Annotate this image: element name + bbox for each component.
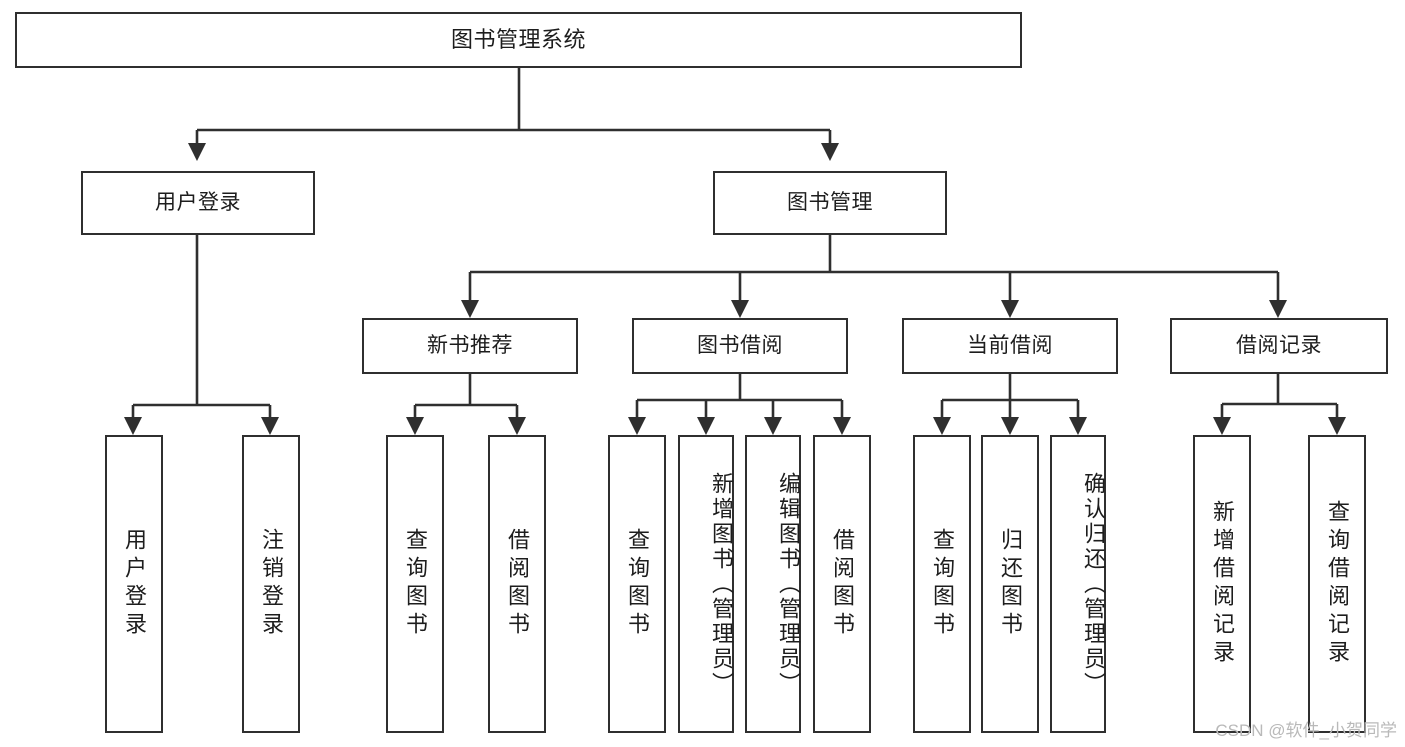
leaf-add-book-admin[interactable]: 新增图书（管理员） — [678, 435, 734, 733]
node-label: 借阅图书 — [505, 528, 530, 640]
leaf-query-borrow-record[interactable]: 查询借阅记录 — [1308, 435, 1366, 733]
node-label: 编辑图书（管理员） — [776, 471, 801, 697]
leaf-add-borrow-record[interactable]: 新增借阅记录 — [1193, 435, 1251, 733]
node-label: 新增图书（管理员） — [709, 471, 734, 697]
node-label: 注销登录 — [259, 528, 284, 640]
node-label: 归还图书 — [998, 528, 1023, 640]
node-label: 新书推荐 — [427, 334, 513, 358]
node-user-login[interactable]: 用户登录 — [81, 171, 315, 235]
leaf-edit-book-admin[interactable]: 编辑图书（管理员） — [745, 435, 801, 733]
leaf-user-login[interactable]: 用户登录 — [105, 435, 163, 733]
leaf-borrow-book[interactable]: 借阅图书 — [813, 435, 871, 733]
leaf-query-book-current[interactable]: 查询图书 — [913, 435, 971, 733]
node-label: 用户登录 — [155, 191, 241, 215]
node-book-management[interactable]: 图书管理 — [713, 171, 947, 235]
leaf-query-book-recommend[interactable]: 查询图书 — [386, 435, 444, 733]
node-label: 图书管理系统 — [450, 26, 586, 52]
node-label: 确认归还（管理员） — [1081, 471, 1106, 697]
node-label: 借阅记录 — [1236, 334, 1322, 358]
node-root-system[interactable]: 图书管理系统 — [15, 12, 1022, 68]
node-label: 新增借阅记录 — [1210, 500, 1235, 668]
leaf-return-book[interactable]: 归还图书 — [981, 435, 1039, 733]
node-label: 图书借阅 — [697, 334, 783, 358]
node-label: 查询借阅记录 — [1325, 500, 1350, 668]
node-label: 当前借阅 — [967, 334, 1053, 358]
node-label: 查询图书 — [403, 528, 428, 640]
node-label: 查询图书 — [930, 528, 955, 640]
node-label: 查询图书 — [625, 528, 650, 640]
node-current-borrow[interactable]: 当前借阅 — [902, 318, 1118, 374]
leaf-logout[interactable]: 注销登录 — [242, 435, 300, 733]
node-book-borrow[interactable]: 图书借阅 — [632, 318, 848, 374]
node-borrow-record[interactable]: 借阅记录 — [1170, 318, 1388, 374]
leaf-confirm-return-admin[interactable]: 确认归还（管理员） — [1050, 435, 1106, 733]
leaf-query-book-borrow[interactable]: 查询图书 — [608, 435, 666, 733]
leaf-borrow-book-recommend[interactable]: 借阅图书 — [488, 435, 546, 733]
node-label: 借阅图书 — [830, 528, 855, 640]
node-new-book-recommend[interactable]: 新书推荐 — [362, 318, 578, 374]
node-label: 用户登录 — [122, 528, 147, 640]
node-label: 图书管理 — [787, 191, 873, 215]
csdn-watermark: CSDN @软件_小贺同学 — [1215, 721, 1397, 740]
